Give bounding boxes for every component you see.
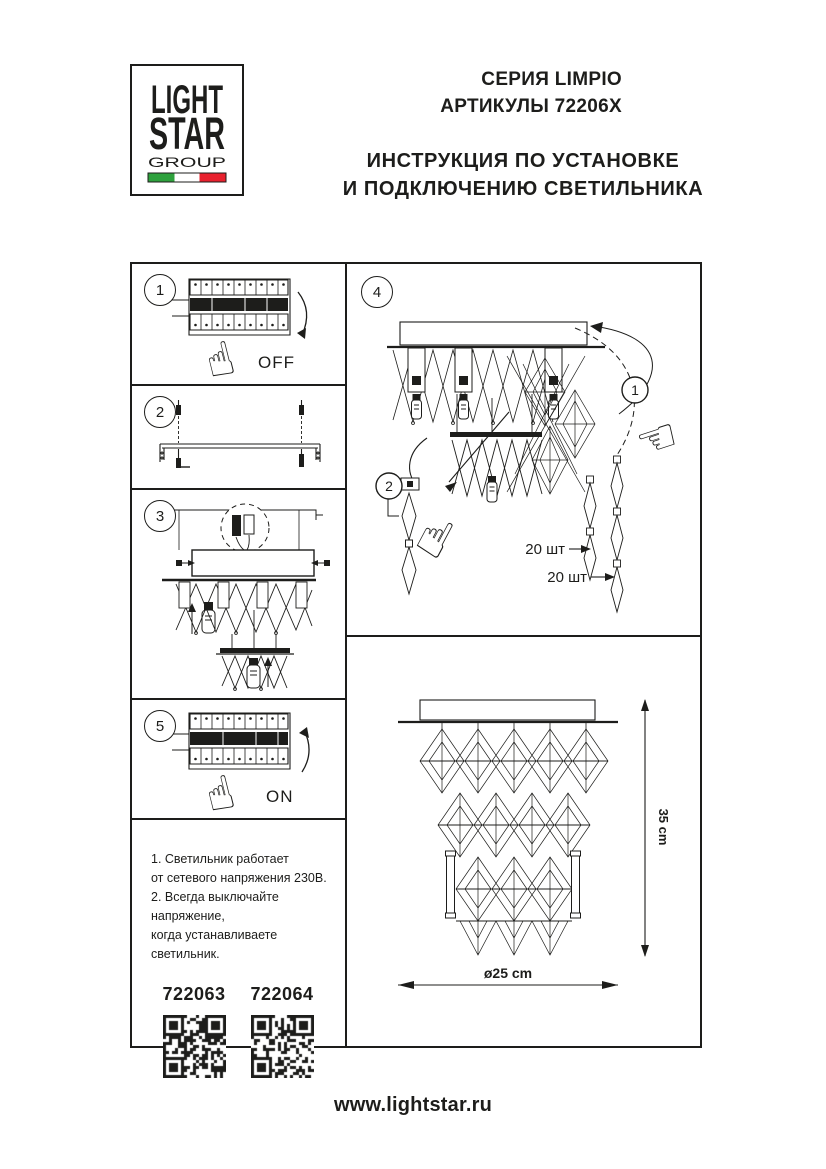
canopy-assembly xyxy=(155,503,330,582)
logo-word-group: GROUP xyxy=(148,154,226,170)
steps-right-column: 4 xyxy=(345,262,702,1048)
notes-panel: 1. Светильник работает от сетевого напря… xyxy=(130,818,347,1078)
step-1-number-badge: 1 xyxy=(144,274,176,306)
off-label: OFF xyxy=(258,353,295,372)
product-722063: 722063 xyxy=(151,984,237,1083)
bottom-bulb xyxy=(246,657,272,689)
switch-down-arrow-icon xyxy=(297,291,308,339)
svg-text:20 шт: 20 шт xyxy=(525,541,565,558)
svg-text:1: 1 xyxy=(631,382,639,398)
upper-crystal-row xyxy=(175,581,313,635)
step-5-drawing: ☝ ON xyxy=(172,712,310,818)
note-line: 2. Всегда выключайте напряжение, xyxy=(151,890,279,923)
instruction-title-line1: ИНСТРУКЦИЯ ПО УСТАНОВКЕ xyxy=(366,150,680,172)
step-4-panel: 4 xyxy=(345,262,702,637)
ceiling-plate xyxy=(398,699,618,729)
mounting-bracket xyxy=(159,443,321,462)
height-dimension: 35 cm xyxy=(641,699,671,957)
height-label: 35 cm xyxy=(656,809,671,846)
lightstar-logo: LIGHT STAR GROUP xyxy=(130,64,244,196)
step-3-number-badge: 3 xyxy=(144,500,176,532)
dimensions-drawing: 35 cm ø25 cm xyxy=(398,699,671,989)
lamp-socket-and-bulb xyxy=(188,602,216,634)
qty-label-1: 20 шт xyxy=(525,541,591,558)
on-label: ON xyxy=(266,787,294,806)
pointing-hand-icon: ☝ xyxy=(200,330,240,384)
qty-label-2: 20 шт xyxy=(547,569,615,586)
instruction-title-line2: И ПОДКЛЮЧЕНИЮ СВЕТИЛЬНИКА xyxy=(342,178,704,200)
svg-text:2: 2 xyxy=(385,478,393,494)
step-5-panel: 5 ☝ xyxy=(130,698,347,820)
logo-word-star: STAR xyxy=(149,108,225,159)
safety-notes: 1. Светильник работает от сетевого напря… xyxy=(132,820,345,964)
article-list: 722063 722064 xyxy=(151,984,345,1083)
step-2-drawing xyxy=(159,400,321,468)
step-3-drawing xyxy=(155,503,330,691)
breaker-panel-off-icon xyxy=(172,278,291,336)
website-url: www.lightstar.ru xyxy=(333,1094,493,1116)
note-line: когда устанавливаете светильник. xyxy=(151,928,278,961)
note-line: от сетевого напряжения 230В. xyxy=(151,871,327,885)
step-4-drawing: ☜ ☝ 1 2 20 шт 20 шт xyxy=(375,321,685,614)
crystal-lattice-body xyxy=(419,728,609,956)
ceiling-plate xyxy=(387,321,605,349)
step-1-drawing: ☝ OFF xyxy=(172,278,308,384)
sockets-and-bulbs xyxy=(407,347,563,420)
holding-hand-icon: ☜ xyxy=(629,406,685,470)
note-line: 1. Светильник работает xyxy=(151,852,289,866)
step-3-panel: 3 xyxy=(130,488,347,700)
crystal-lattice xyxy=(506,355,596,495)
articles-title: АРТИКУЛЫ 72206X xyxy=(440,96,622,117)
step-5-number-badge: 5 xyxy=(144,710,176,742)
product-722064: 722064 xyxy=(239,984,325,1083)
svg-text:20 шт: 20 шт xyxy=(547,569,587,586)
callout-2-badge: 2 xyxy=(375,472,403,500)
crystal-strip-a xyxy=(583,475,597,582)
mounting-screws xyxy=(176,400,304,468)
article-number: 722064 xyxy=(250,984,314,1004)
series-block: СЕРИЯ LIMPIO АРТИКУЛЫ 72206X xyxy=(440,66,622,120)
crystal-strip-b xyxy=(610,455,624,614)
step-2-panel: 2 xyxy=(130,384,347,490)
dimensions-panel: 35 cm ø25 cm xyxy=(345,635,702,1048)
step-1-panel: 1 xyxy=(130,262,347,386)
pointing-hand-icon: ☝ xyxy=(200,764,240,818)
step-2-number-badge: 2 xyxy=(144,396,176,428)
lower-tier xyxy=(450,394,543,503)
breaker-panel-on-icon xyxy=(172,712,291,770)
instruction-title: ИНСТРУКЦИЯ ПО УСТАНОВКЕ И ПОДКЛЮЧЕНИЮ СВ… xyxy=(330,147,716,203)
callout-1-badge: 1 xyxy=(621,376,649,404)
steps-left-column: 1 xyxy=(130,262,347,1078)
article-number: 722063 xyxy=(162,984,226,1004)
qr-code xyxy=(162,1015,226,1078)
diameter-label: ø25 cm xyxy=(484,965,532,981)
step-4-number-badge: 4 xyxy=(361,276,393,308)
series-title: СЕРИЯ LIMPIO xyxy=(481,69,622,90)
italian-flag-bar xyxy=(147,172,227,183)
switch-up-arrow-icon xyxy=(299,727,310,773)
logo-graphic: LIGHT STAR GROUP xyxy=(130,64,244,196)
logo-word-light: LIGHT xyxy=(151,78,223,122)
diameter-dimension: ø25 cm xyxy=(398,965,618,989)
qr-code xyxy=(250,1015,314,1078)
